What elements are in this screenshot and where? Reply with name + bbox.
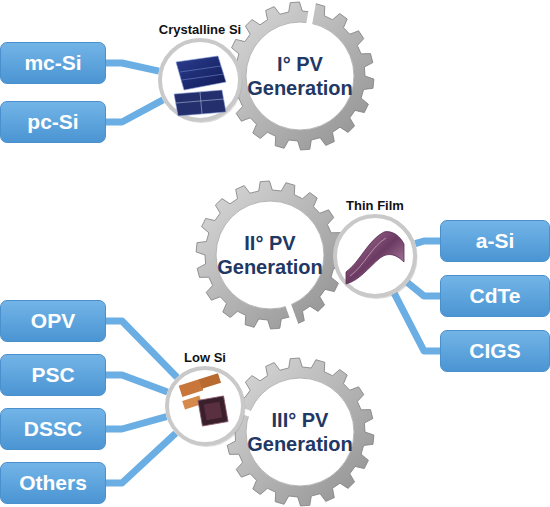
material-box: CIGS <box>440 330 550 372</box>
gear-outline <box>225 1 375 151</box>
connector-line <box>394 293 440 351</box>
connector-line <box>408 283 441 296</box>
material-label: Others <box>19 471 87 495</box>
silicon-wafer-illustration <box>174 56 226 116</box>
circle-shadow <box>168 369 246 447</box>
material-box: mc-Si <box>0 42 106 84</box>
generation-label: II° PV Generation <box>214 231 326 279</box>
material-label: pc-Si <box>27 110 78 134</box>
connector-line <box>106 417 167 429</box>
circle-ring <box>335 216 415 296</box>
material-label: CdTe <box>470 284 521 308</box>
circle-outline <box>158 38 242 122</box>
technology-circle: Crystalline Si <box>158 38 242 122</box>
generation-gear: II° PV Generation <box>195 180 345 330</box>
material-box: pc-Si <box>0 101 106 143</box>
gear-gap <box>284 301 299 329</box>
technology-circle: Thin Film <box>333 214 417 298</box>
connector-line <box>106 433 176 483</box>
material-label: PSC <box>31 363 74 387</box>
connector-line <box>106 321 177 377</box>
material-box: PSC <box>0 354 106 396</box>
technology-label: Crystalline Si <box>159 22 241 37</box>
connector-line <box>106 100 163 122</box>
generation-gear: III° PV Generation <box>225 357 375 507</box>
connector-line <box>106 63 159 71</box>
technology-circle: Low Si <box>165 366 245 446</box>
circle-outline <box>165 366 245 446</box>
material-label: OPV <box>31 309 75 333</box>
gear-hub <box>246 22 354 130</box>
circle-outline <box>333 214 417 298</box>
material-label: DSSC <box>24 417 82 441</box>
connector-line <box>415 241 440 244</box>
material-label: a-Si <box>476 229 515 253</box>
technology-label: Low Si <box>184 350 226 365</box>
material-label: mc-Si <box>24 51 81 75</box>
gear-hub <box>246 378 354 486</box>
material-box: a-Si <box>440 220 550 262</box>
circle-ring <box>167 368 243 444</box>
thin-film-illustration <box>346 232 404 284</box>
gear-outline <box>195 180 345 330</box>
generation-gear: I° PV Generation <box>225 1 375 151</box>
gear-teeth <box>196 181 344 329</box>
gear-hub <box>216 201 324 309</box>
generation-label: III° PV Generation <box>244 408 356 456</box>
material-box: OPV <box>0 300 106 342</box>
connector-line <box>106 375 168 392</box>
gear-teeth <box>226 358 374 506</box>
circle-shadow <box>161 41 243 123</box>
material-box: Others <box>0 462 106 504</box>
generation-label: I° PV Generation <box>244 52 356 100</box>
organic-cell-illustration <box>179 373 228 426</box>
material-box: CdTe <box>440 275 550 317</box>
circle-shadow <box>336 217 418 299</box>
technology-label: Thin Film <box>346 198 404 213</box>
gear-gap <box>306 0 317 27</box>
material-box: DSSC <box>0 408 106 450</box>
material-label: CIGS <box>469 339 520 363</box>
gear-outline <box>225 357 375 507</box>
circle-ring <box>160 40 240 120</box>
gear-teeth <box>226 2 374 150</box>
